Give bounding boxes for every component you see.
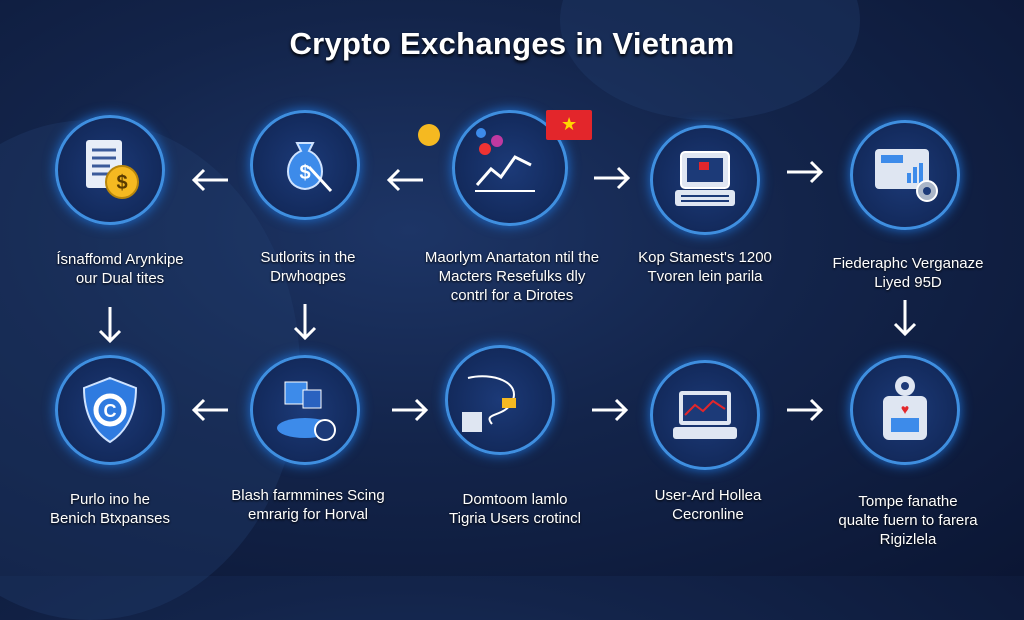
computer-terminal-icon	[650, 125, 760, 235]
arrow-down-icon	[293, 304, 317, 341]
arrow-left-icon	[191, 168, 228, 192]
arrow-down-icon	[893, 300, 917, 337]
arrow-right-icon	[592, 398, 629, 422]
arrow-left-icon	[386, 168, 423, 192]
page-title: Crypto Exchanges in Vietnam	[289, 26, 735, 61]
network-wallet-icon	[445, 345, 555, 455]
laptop-chart-icon	[650, 360, 760, 470]
vietnam-flag-icon: ★	[546, 110, 592, 140]
arrow-left-icon	[191, 398, 228, 422]
robot-icon: ♥	[850, 355, 960, 465]
document-coin-icon: $	[55, 115, 165, 225]
shield-icon: C	[55, 355, 165, 465]
svg-text:C: C	[104, 401, 117, 421]
svg-text:$: $	[116, 172, 127, 194]
money-bag-icon: $	[250, 110, 360, 220]
coin-icon	[418, 124, 440, 146]
arrow-right-icon	[787, 160, 824, 184]
arrow-down-icon	[98, 307, 122, 344]
arrow-right-icon	[594, 166, 631, 190]
svg-text:♥: ♥	[901, 401, 909, 417]
arrow-right-icon	[392, 398, 429, 422]
dashboard-gear-icon	[850, 120, 960, 230]
arrow-right-icon	[787, 398, 824, 422]
blockchain-cube-icon	[250, 355, 360, 465]
svg-text:$: $	[299, 162, 310, 184]
